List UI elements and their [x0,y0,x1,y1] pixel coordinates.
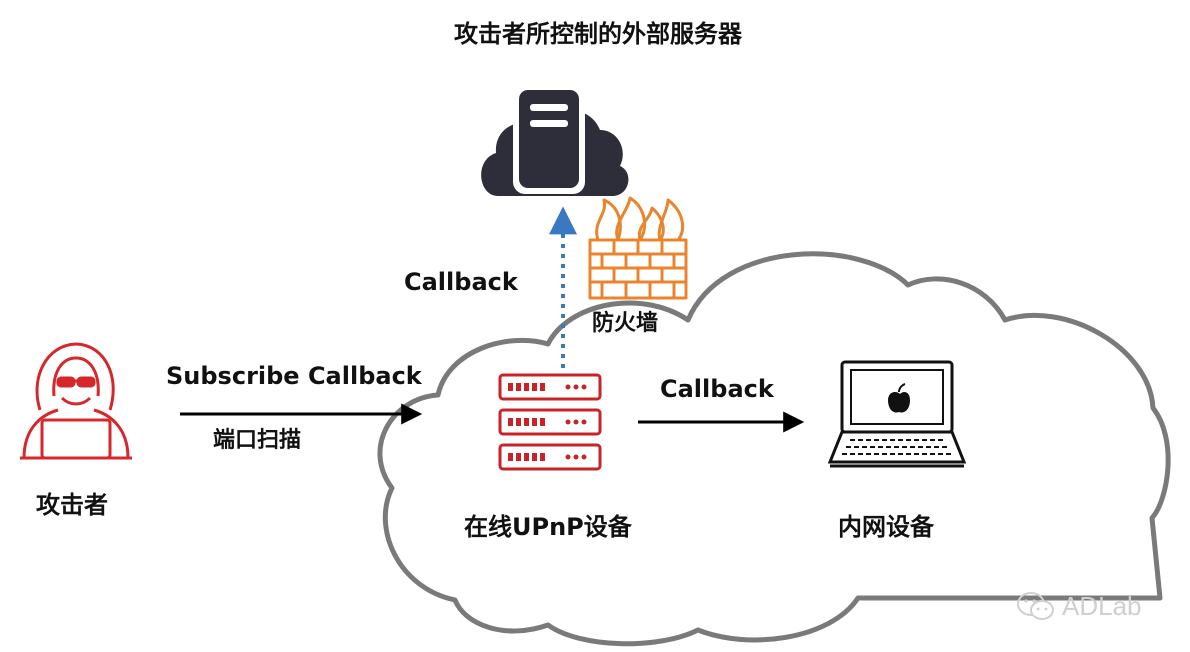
cloud-server-icon [478,80,629,196]
callback-up-label: Callback [404,268,518,296]
server-rack-icon [498,373,602,471]
watermark: ADLab [1016,590,1142,622]
chat-bubble-icon [1017,592,1054,620]
subscribe-callback-label: Subscribe Callback [166,362,422,390]
laptop-icon [827,360,967,468]
attacker-label: 攻击者 [36,491,108,519]
watermark-text: ADLab [1062,590,1142,621]
external-server-title: 攻击者所控制的外部服务器 [454,20,742,48]
internal-network-cloud [377,251,1171,647]
firewall-icon [588,196,688,300]
callback-right-label: Callback [660,375,774,403]
internal-device-label: 内网设备 [838,513,934,541]
hacker-icon [20,342,132,460]
firewall-label: 防火墙 [592,311,659,336]
port-scan-label: 端口扫描 [213,428,302,453]
upnp-device-label: 在线UPnP设备 [464,513,632,541]
